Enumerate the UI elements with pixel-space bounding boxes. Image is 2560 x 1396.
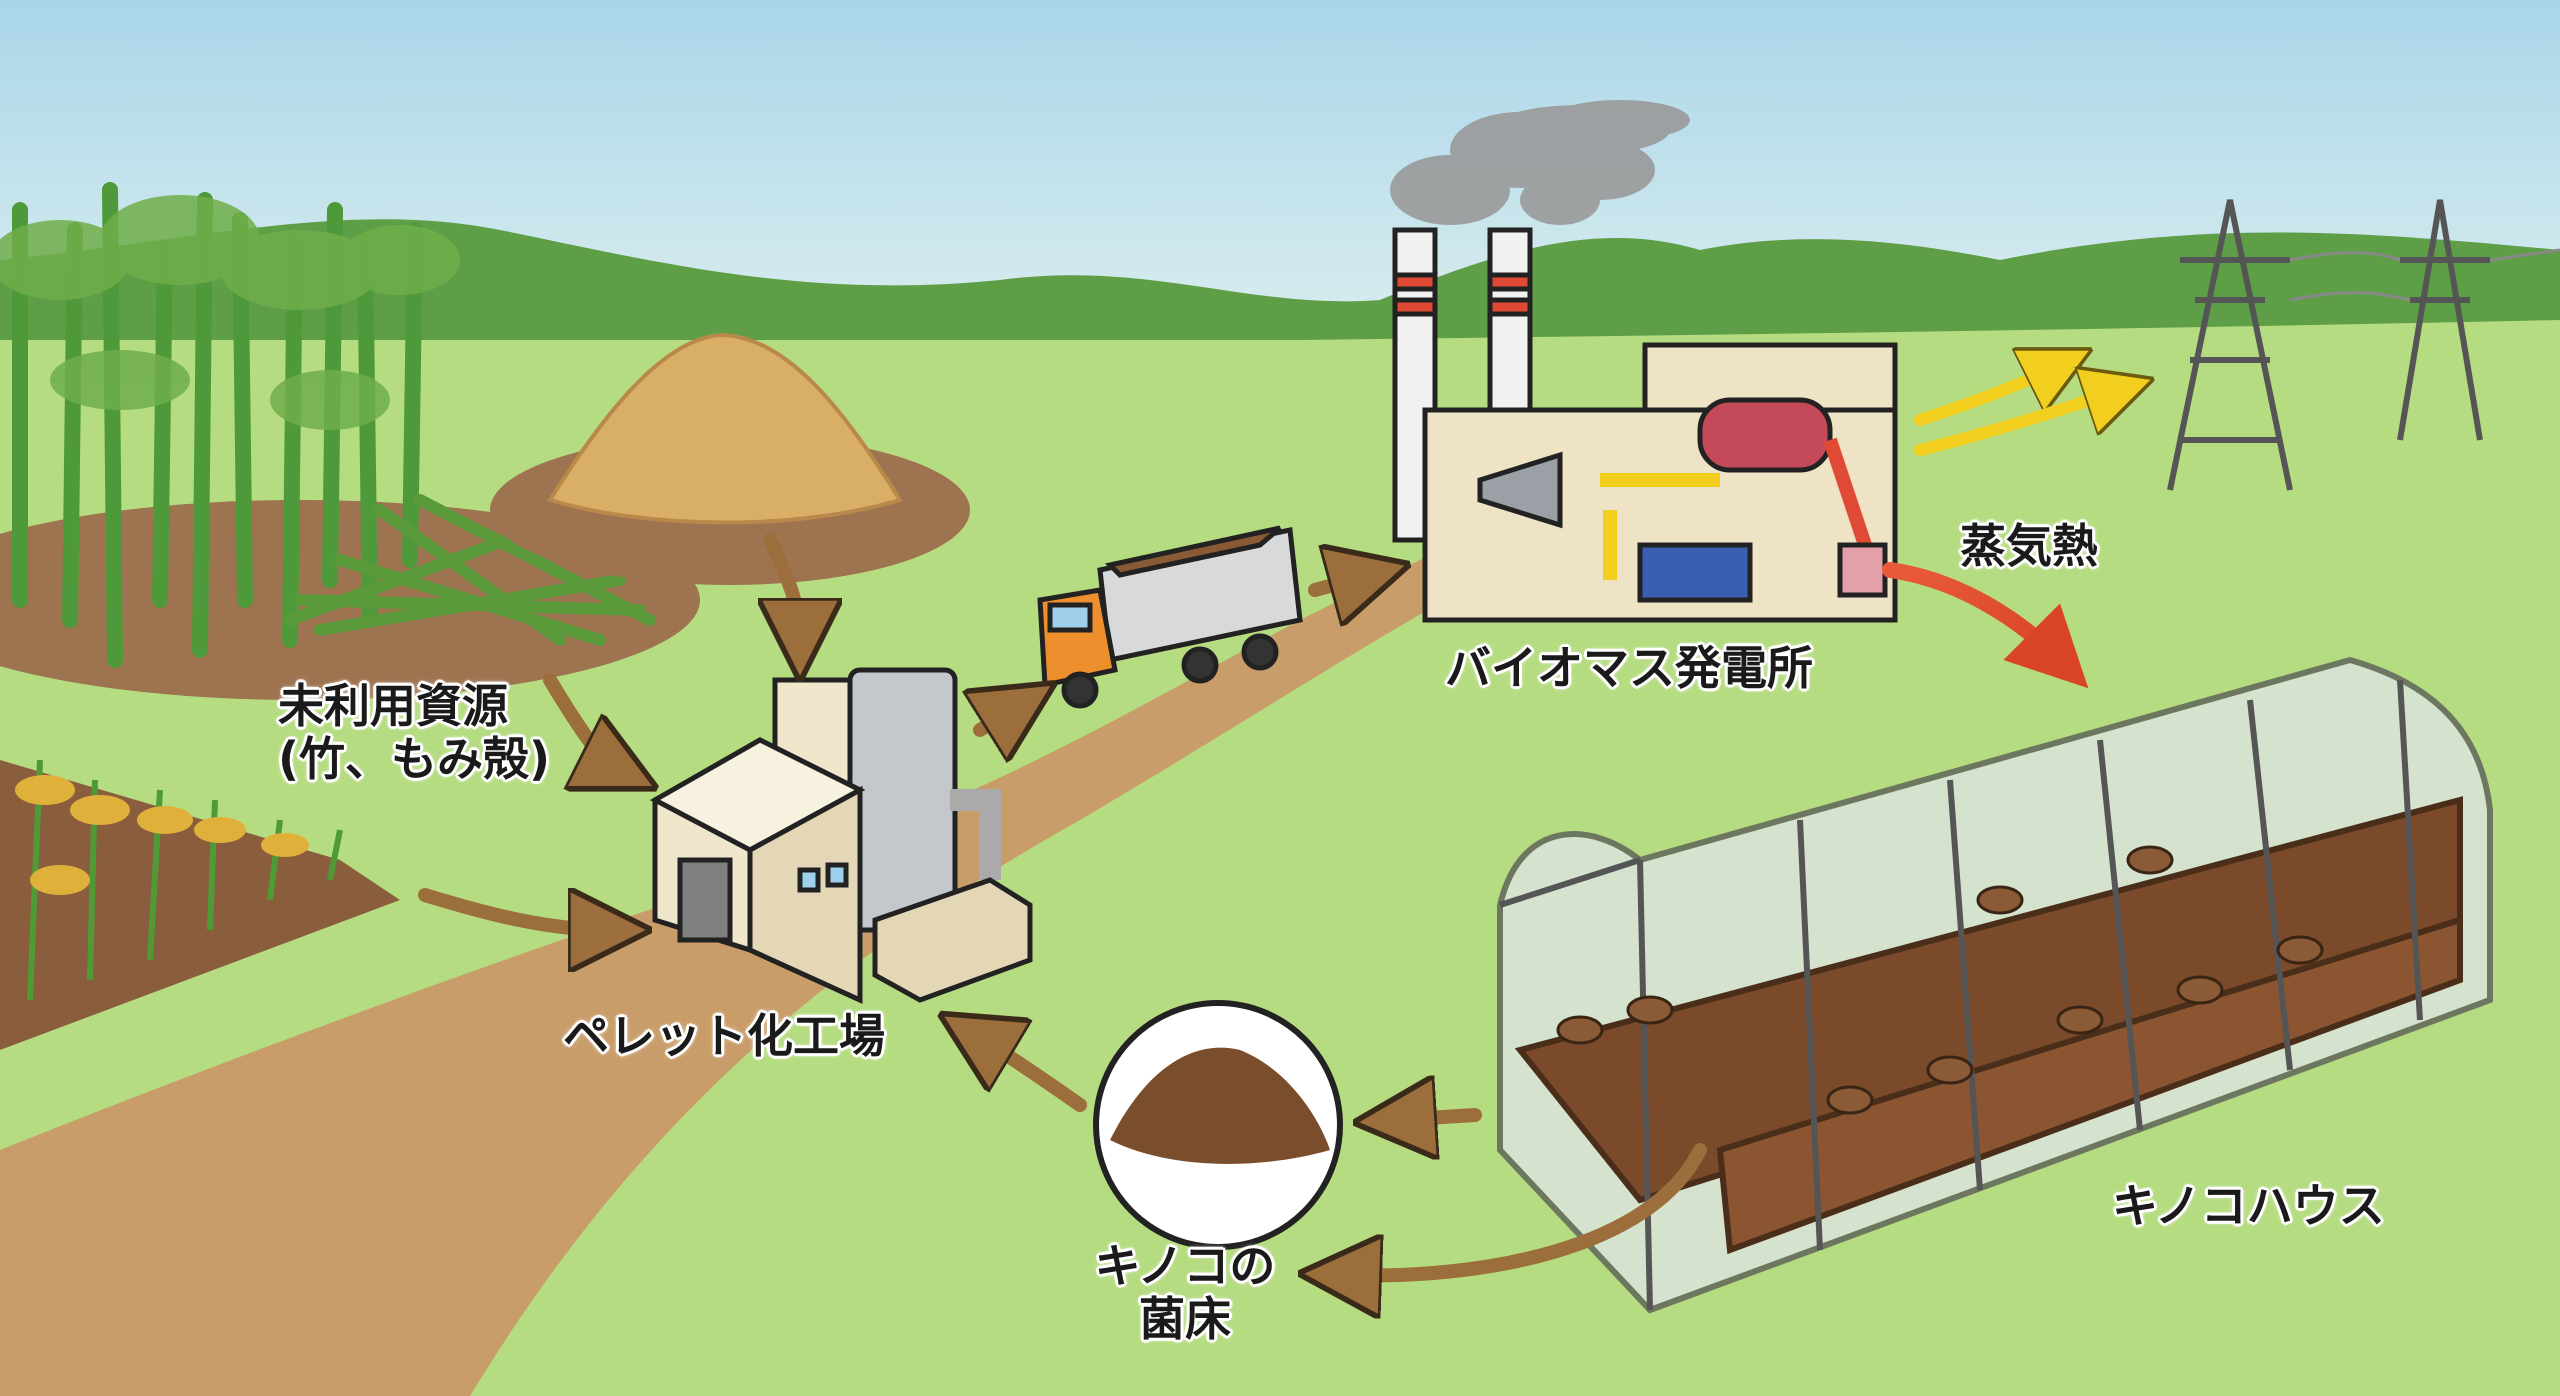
label-mushroom-bed-line1: キノコの	[1094, 1239, 1276, 1293]
mushrooms	[1556, 845, 2324, 1115]
pellet-factory	[649, 667, 1033, 1004]
power-pylons	[2167, 199, 2560, 491]
dirt-road	[0, 540, 1520, 1396]
cut-bamboo-pile	[284, 494, 656, 646]
electricity-arrows	[1914, 365, 2120, 456]
truck	[1037, 525, 1303, 709]
mushroom-bed-circle	[1093, 1000, 1343, 1250]
smoke	[1390, 100, 1690, 225]
arrow-house-to-bed-label	[1340, 1143, 1707, 1276]
bamboo-leaves	[0, 195, 460, 430]
label-unused-resources-line1: 未利用資源	[278, 679, 508, 733]
arrow-bamboo-to-factory	[543, 673, 620, 770]
arrow-truck-to-plant	[1308, 575, 1370, 590]
arrow-house-to-bed	[1395, 1115, 1482, 1120]
arrow-chips-to-factory	[770, 533, 800, 640]
label-mushroom-bed: キノコの 菌床	[1080, 1240, 1290, 1346]
arrow-rice-to-factory	[418, 895, 610, 930]
label-biomass-plant: バイオマス発電所	[1445, 641, 1813, 695]
mushroom-greenhouse	[1497, 656, 2493, 1314]
arrow-bed-to-factory	[975, 1035, 1087, 1112]
rice-grains	[15, 775, 309, 895]
arrow-factory-to-truck	[980, 705, 1020, 730]
label-steam-heat: 蒸気熱	[1960, 519, 2098, 573]
label-pellet-factory: ペレット化工場	[563, 1009, 885, 1063]
label-mushroom-bed-line2: 菌床	[1139, 1291, 1231, 1346]
wood-chip-pile	[546, 332, 904, 525]
biomass-power-plant	[1392, 227, 1898, 623]
flow-arrows	[418, 533, 1707, 1276]
label-mushroom-house: キノコハウス	[2112, 1179, 2385, 1233]
rice-field	[0, 760, 400, 1050]
label-unused-resources: 未利用資源 (竹、もみ殻)	[278, 680, 550, 786]
steam-heat-arrow	[1882, 562, 2089, 689]
label-unused-resources-line2: (竹、もみ殻)	[278, 731, 551, 786]
